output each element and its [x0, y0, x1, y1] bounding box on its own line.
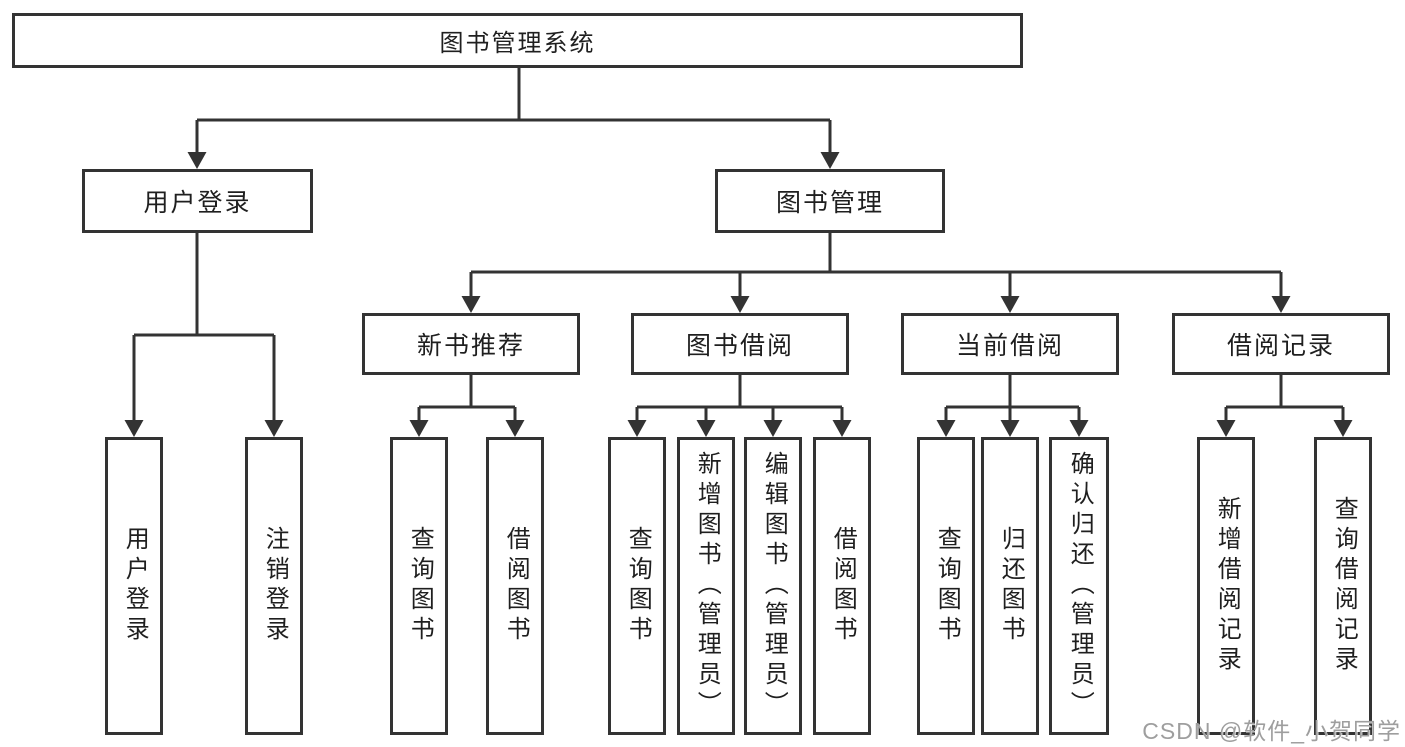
- leaf-query-books-current: 查询图书: [917, 437, 975, 735]
- leaf-user-login-label: 用户登录: [121, 526, 149, 646]
- leaf-query-borrow-record-label: 查询借阅记录: [1330, 496, 1358, 676]
- leaf-query-borrow-record: 查询借阅记录: [1314, 437, 1372, 735]
- leaf-query-books-borrow: 查询图书: [608, 437, 666, 735]
- leaf-confirm-return-admin-label: 确认归还（管理员）: [1066, 451, 1094, 721]
- node-new-book-recommend: 新书推荐: [362, 313, 580, 375]
- leaf-edit-books-admin-label: 编辑图书（管理员）: [760, 451, 788, 721]
- node-book-borrowing: 图书借阅: [631, 313, 849, 375]
- node-borrowing-records: 借阅记录: [1172, 313, 1390, 375]
- leaf-query-books-current-label: 查询图书: [933, 526, 961, 646]
- arrowheads: [124, 152, 1353, 437]
- leaf-add-books-admin: 新增图书（管理员）: [677, 437, 735, 735]
- leaf-add-books-admin-label: 新增图书（管理员）: [693, 451, 721, 721]
- leaf-query-books-recommend: 查询图书: [390, 437, 448, 735]
- leaf-add-borrow-record-label: 新增借阅记录: [1213, 496, 1241, 676]
- leaf-borrow-books: 借阅图书: [813, 437, 871, 735]
- leaf-confirm-return-admin: 确认归还（管理员）: [1049, 437, 1109, 735]
- node-current-borrowing: 当前借阅: [901, 313, 1119, 375]
- csdn-watermark: CSDN @软件_小贺同学: [1142, 718, 1401, 744]
- leaf-logout-label: 注销登录: [261, 526, 289, 646]
- leaf-edit-books-admin: 编辑图书（管理员）: [744, 437, 802, 735]
- node-book-management: 图书管理: [715, 169, 945, 233]
- node-library-management-system: 图书管理系统: [12, 13, 1023, 68]
- leaf-return-books-label: 归还图书: [997, 526, 1025, 646]
- leaf-user-login: 用户登录: [105, 437, 163, 735]
- leaf-add-borrow-record: 新增借阅记录: [1197, 437, 1255, 735]
- leaf-borrow-books-label: 借阅图书: [829, 526, 857, 646]
- leaf-return-books: 归还图书: [981, 437, 1039, 735]
- leaf-borrow-books-recommend: 借阅图书: [486, 437, 544, 735]
- leaf-logout: 注销登录: [245, 437, 303, 735]
- leaf-borrow-books-recommend-label: 借阅图书: [502, 526, 530, 646]
- leaf-query-books-borrow-label: 查询图书: [624, 526, 652, 646]
- node-user-login: 用户登录: [82, 169, 313, 233]
- leaf-query-books-recommend-label: 查询图书: [406, 526, 434, 646]
